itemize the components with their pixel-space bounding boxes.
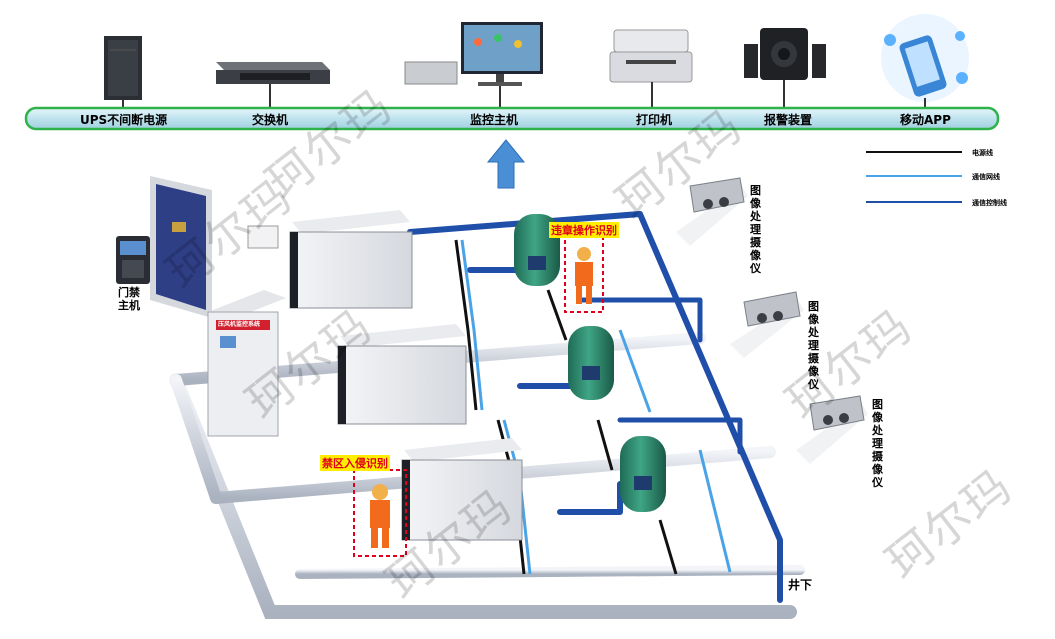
access-reader-device [116, 236, 150, 284]
monitor-host-device [404, 22, 543, 116]
legend-network-label: 通信网线 [972, 173, 1000, 181]
legend [866, 151, 962, 203]
wall-panel-device [247, 225, 279, 249]
bus-label-printer: 打印机 [636, 113, 673, 127]
compressor-1 [289, 210, 413, 309]
camera-1 [676, 177, 748, 246]
camera-label-3: 图像处理摄像仪 [872, 398, 883, 489]
ups-device [104, 36, 142, 116]
camera-2 [730, 291, 804, 358]
cabinet-label: 压风机监控系统 [218, 321, 261, 328]
air-tank-3 [620, 436, 666, 512]
compressor-2 [337, 324, 467, 425]
bus-label-alarm: 报警装置 [764, 113, 813, 127]
switch-device [216, 62, 330, 116]
downhole-label: 井下 [788, 578, 813, 592]
bus-label-host: 监控主机 [470, 113, 519, 127]
worker-intrusion [353, 469, 407, 557]
air-tank-1 [514, 214, 560, 286]
bus-label-switch: 交换机 [252, 113, 289, 127]
legend-power-label: 电源线 [972, 149, 993, 157]
access-control-label: 门禁主机 [118, 286, 140, 312]
control-cabinet [207, 290, 286, 437]
compressor-3 [401, 438, 523, 541]
alarm-speaker-device [744, 28, 826, 116]
camera-3 [796, 395, 868, 464]
network-bus [24, 106, 1000, 131]
bus-label-app: 移动APP [900, 113, 951, 127]
worker-violation [564, 231, 604, 313]
intrusion-tag: 禁区入侵识别 [320, 455, 390, 471]
printer-device [609, 29, 693, 116]
door [150, 176, 212, 318]
bus-label-ups: UPS不间断电源 [80, 113, 168, 127]
air-tank-2 [568, 326, 614, 400]
camera-label-1: 图像处理摄像仪 [750, 184, 761, 275]
mobile-app-device [881, 14, 969, 116]
legend-control-label: 通信控制线 [972, 199, 1007, 207]
violation-tag: 违章操作识别 [549, 222, 619, 238]
camera-label-2: 图像处理摄像仪 [808, 300, 819, 391]
upload-arrow-icon [486, 139, 526, 189]
